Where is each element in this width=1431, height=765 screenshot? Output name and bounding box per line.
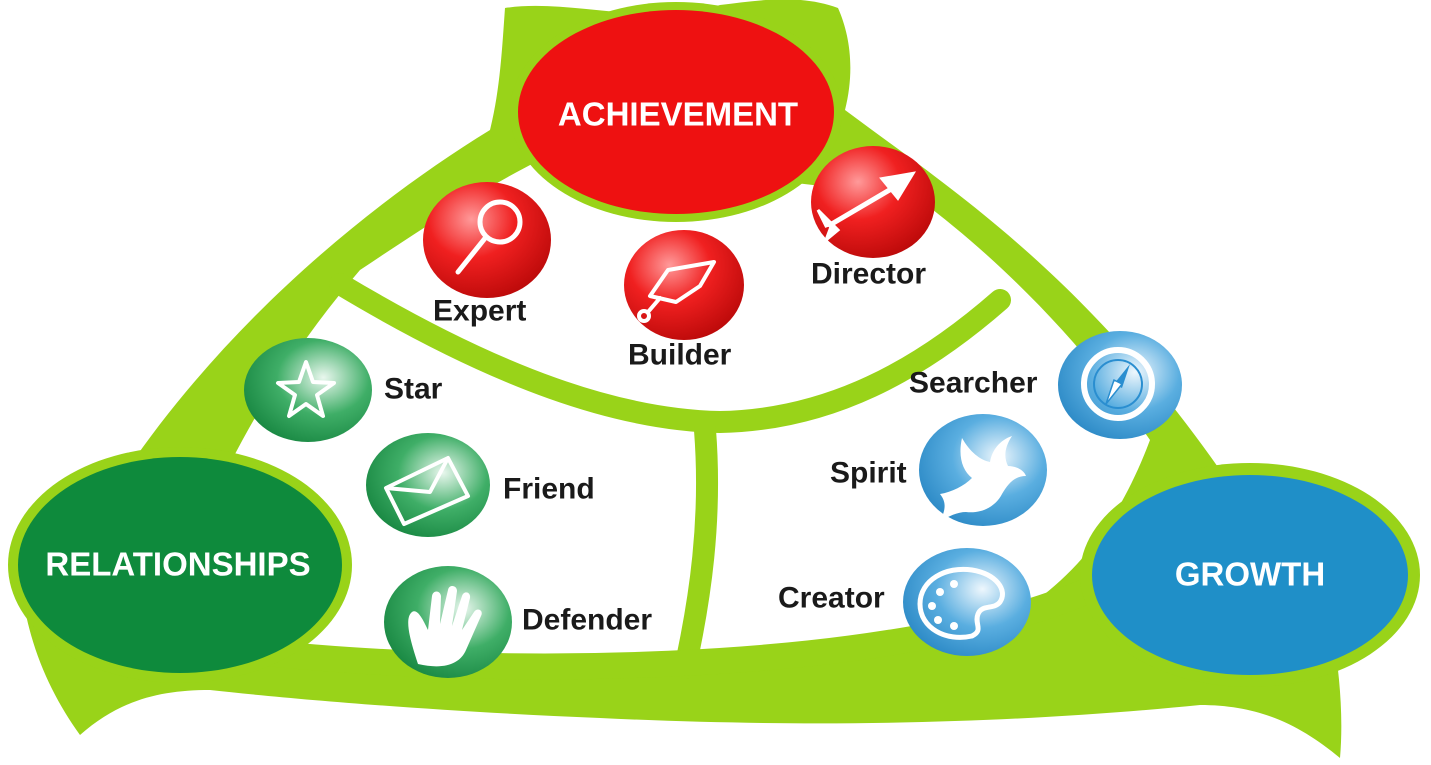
palette-icon — [917, 566, 1005, 640]
divider-vertical-band — [674, 419, 719, 679]
arrow-icon — [816, 171, 916, 245]
star-icon — [276, 360, 336, 418]
star-label: Star — [384, 373, 443, 406]
defender-label: Defender — [522, 604, 652, 637]
divider-top-band — [329, 273, 1011, 434]
relationships-hub: RELATIONSHIPS — [8, 447, 352, 683]
builder-label: Builder — [628, 339, 732, 372]
searcher-label: Searcher — [909, 367, 1038, 400]
trowel-icon — [637, 260, 716, 323]
spirit-label: Spirit — [830, 457, 907, 490]
item-searcher: Searcher — [909, 331, 1182, 439]
director-label: Director — [811, 258, 926, 291]
item-spirit: Spirit — [830, 414, 1047, 526]
item-star: Star — [244, 338, 443, 442]
growth-hub: GROWTH — [1080, 463, 1420, 687]
item-director: Director — [811, 146, 935, 291]
item-expert: Expert — [423, 182, 551, 328]
expert-label: Expert — [433, 295, 526, 328]
item-builder: Builder — [624, 230, 744, 372]
envelope-icon — [384, 456, 470, 526]
dove-icon — [940, 436, 1026, 522]
friend-label: Friend — [503, 473, 595, 506]
creator-label: Creator — [778, 582, 885, 615]
achievement-label: ACHIEVEMENT — [558, 96, 798, 133]
hand-icon — [408, 585, 482, 667]
item-friend: Friend — [366, 433, 595, 537]
growth-label: GROWTH — [1175, 556, 1325, 593]
relationships-label: RELATIONSHIPS — [45, 546, 310, 583]
item-defender: Defender — [384, 566, 652, 678]
item-creator: Creator — [778, 548, 1031, 656]
magnifier-icon — [455, 199, 523, 275]
achievement-hub: ACHIEVEMENT — [510, 2, 842, 222]
compass-icon — [1081, 347, 1155, 421]
